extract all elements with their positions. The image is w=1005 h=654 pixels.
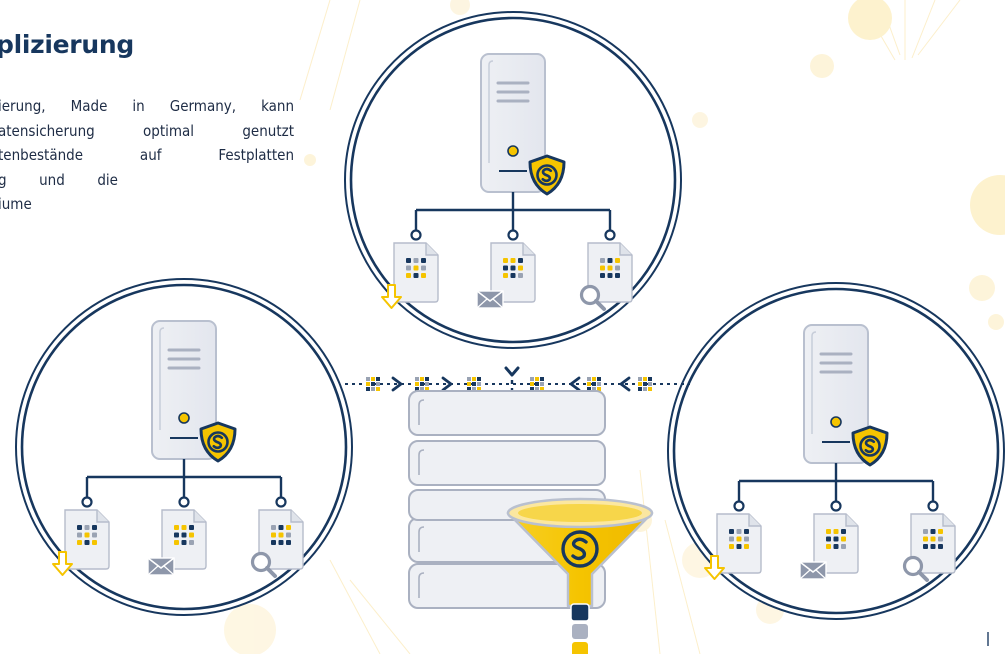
data-block-navy [570, 603, 590, 622]
intro-paragraph: ierung, Made in Germany, kann atensicher… [0, 94, 294, 217]
data-block-icon [638, 377, 652, 391]
chevron-down-icon [504, 366, 520, 377]
paragraph-line: tenbestände auf Festplatten [0, 146, 294, 164]
data-block-icon [467, 377, 481, 391]
paragraph-line: iume [0, 195, 32, 213]
server-cluster-right [668, 283, 1004, 619]
paragraph-line: atensicherung optimal genutzt [0, 121, 294, 140]
chevron-right-icon [391, 376, 403, 392]
deduplication-funnel-icon [506, 497, 654, 608]
data-block-gray [572, 624, 588, 639]
paragraph-line: g und die [0, 170, 118, 189]
chevron-right-icon [441, 376, 453, 392]
data-block-yellow [572, 642, 588, 654]
data-block-icon [415, 377, 429, 391]
chevron-left-icon [619, 376, 631, 392]
server-cluster-top [345, 12, 681, 348]
output-blocks [570, 603, 590, 654]
server-cluster-left [16, 279, 352, 615]
data-block-icon [366, 377, 380, 391]
data-block-icon [587, 377, 601, 391]
section-heading: plizierung [0, 30, 134, 59]
chevron-left-icon [569, 376, 581, 392]
s-logo-icon [561, 530, 599, 568]
paragraph-line: ierung, Made in Germany, kann [0, 97, 294, 115]
data-block-icon [530, 377, 544, 391]
